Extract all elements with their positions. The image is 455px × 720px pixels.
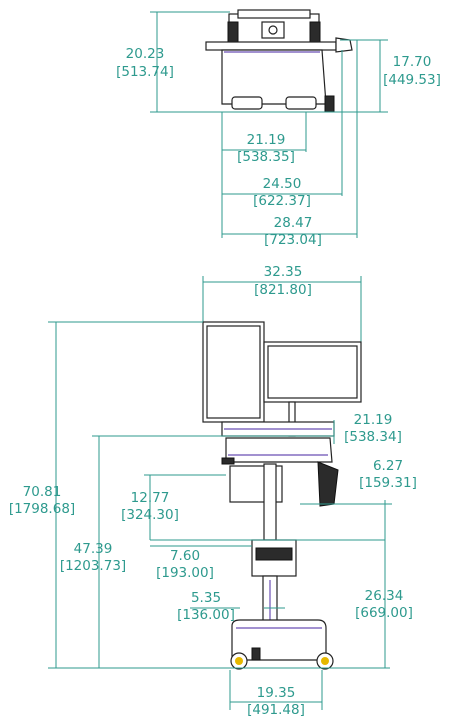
- dim-scanner-offset-in: 6.27: [373, 458, 403, 474]
- dim-depth-base-mm: [449.53]: [383, 72, 441, 88]
- dim-column-height-mm: [669.00]: [355, 605, 413, 621]
- dim-base-width-mm: [491.48]: [247, 702, 305, 718]
- dim-keyboard-tray-mm: [324.30]: [121, 507, 179, 523]
- dim-depth-overall-mm: [513.74]: [116, 64, 174, 80]
- top-view-mount-knob: [268, 25, 278, 35]
- top-view-left-bracket: [227, 21, 239, 43]
- portrait-monitor-screen: [206, 325, 261, 419]
- dim-width-base-in: 21.19: [247, 132, 286, 148]
- dim-depth-base-in: 17.70: [393, 54, 432, 70]
- top-view-right-caster: [285, 96, 317, 110]
- base: [231, 619, 327, 661]
- battery-marker: [251, 647, 261, 661]
- dim-column-width-in: 5.35: [191, 590, 221, 606]
- dim-overall-height-mm: [1798.68]: [9, 501, 75, 517]
- dim-column-width-mm: [136.00]: [177, 607, 235, 623]
- top-view-worksurface: [205, 41, 337, 51]
- front-caster-hub: [235, 657, 243, 665]
- dim-surface-width-in: 21.19: [354, 412, 393, 428]
- dim-overall-height-in: 70.81: [23, 484, 62, 500]
- dim-surface-height-in: 47.39: [74, 541, 113, 557]
- side-view: 32.35 [821.80]: [9, 264, 417, 718]
- dim-width-overall-in: 28.47: [274, 215, 313, 231]
- top-view-left-caster: [231, 96, 263, 110]
- upper-cabinet: [225, 437, 333, 463]
- top-view-scanner-holder: [335, 37, 353, 53]
- top-view-base-body: [221, 49, 327, 105]
- dim-surface-width-mm: [538.34]: [344, 429, 402, 445]
- top-view-right-bracket: [309, 21, 321, 43]
- top-view-handle: [237, 9, 311, 19]
- dim-width-overall-mm: [723.04]: [264, 232, 322, 248]
- column: [263, 463, 277, 541]
- dim-width-base-mm: [538.35]: [237, 149, 295, 165]
- dim-keyboard-tray-in: 12.77: [131, 490, 170, 506]
- dim-width-worksurface-in: 24.50: [263, 176, 302, 192]
- keyboard-tray-left: [221, 457, 235, 465]
- lower-housing-panel: [255, 547, 293, 561]
- dim-base-width-in: 19.35: [257, 685, 296, 701]
- dim-surface-height-mm: [1203.73]: [60, 558, 126, 574]
- scanner-holster: [317, 461, 339, 507]
- dim-width-worksurface-mm: [622.37]: [253, 193, 311, 209]
- landscape-monitor-screen: [267, 345, 358, 399]
- dim-drawer-depth-mm: [193.00]: [156, 565, 214, 581]
- dim-depth-overall-in: 20.23: [126, 46, 165, 62]
- dim-column-height-in: 26.34: [365, 588, 404, 604]
- dim-monitor-width-mm: [821.80]: [254, 282, 312, 298]
- dim-scanner-offset-mm: [159.31]: [359, 475, 417, 491]
- dim-drawer-depth-in: 7.60: [170, 548, 200, 564]
- dim-monitor-width-in: 32.35: [264, 264, 303, 280]
- rear-caster-hub: [321, 657, 329, 665]
- top-view-rear-caster: [324, 95, 335, 113]
- top-view: 20.23 [513.74] 17.70 [449.53] 21.19 [538…: [116, 9, 441, 248]
